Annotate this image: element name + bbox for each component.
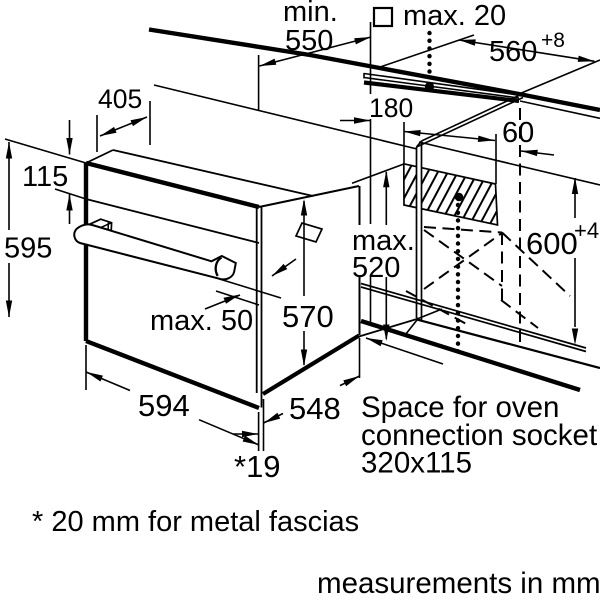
- svg-text:measurements in mm: measurements in mm: [317, 567, 600, 600]
- svg-text:595: 595: [4, 233, 52, 265]
- svg-text:connection socket: connection socket: [361, 419, 597, 452]
- svg-text:max. 50: max. 50: [150, 305, 253, 337]
- svg-text:60: 60: [502, 117, 534, 149]
- svg-text:+4: +4: [574, 218, 599, 243]
- svg-text:*19: *19: [234, 449, 281, 484]
- svg-text:320x115: 320x115: [361, 447, 472, 480]
- svg-text:max. 20: max. 20: [403, 0, 506, 32]
- svg-text:115: 115: [22, 161, 68, 193]
- svg-text:520: 520: [352, 252, 400, 284]
- svg-text:+8: +8: [541, 29, 565, 52]
- svg-text:560: 560: [489, 36, 537, 68]
- svg-text:570: 570: [282, 299, 334, 334]
- svg-text:600: 600: [526, 226, 578, 261]
- svg-text:405: 405: [98, 84, 142, 114]
- svg-text:Space for oven: Space for oven: [361, 391, 559, 424]
- svg-text:548: 548: [289, 391, 341, 426]
- svg-text:180: 180: [369, 93, 413, 123]
- svg-text:594: 594: [138, 388, 190, 423]
- svg-text:max.: max.: [352, 225, 415, 257]
- svg-text:* 20 mm for metal fascias: * 20 mm for metal fascias: [32, 506, 359, 538]
- svg-text:min.: min.: [283, 0, 338, 28]
- svg-text:550: 550: [285, 25, 333, 57]
